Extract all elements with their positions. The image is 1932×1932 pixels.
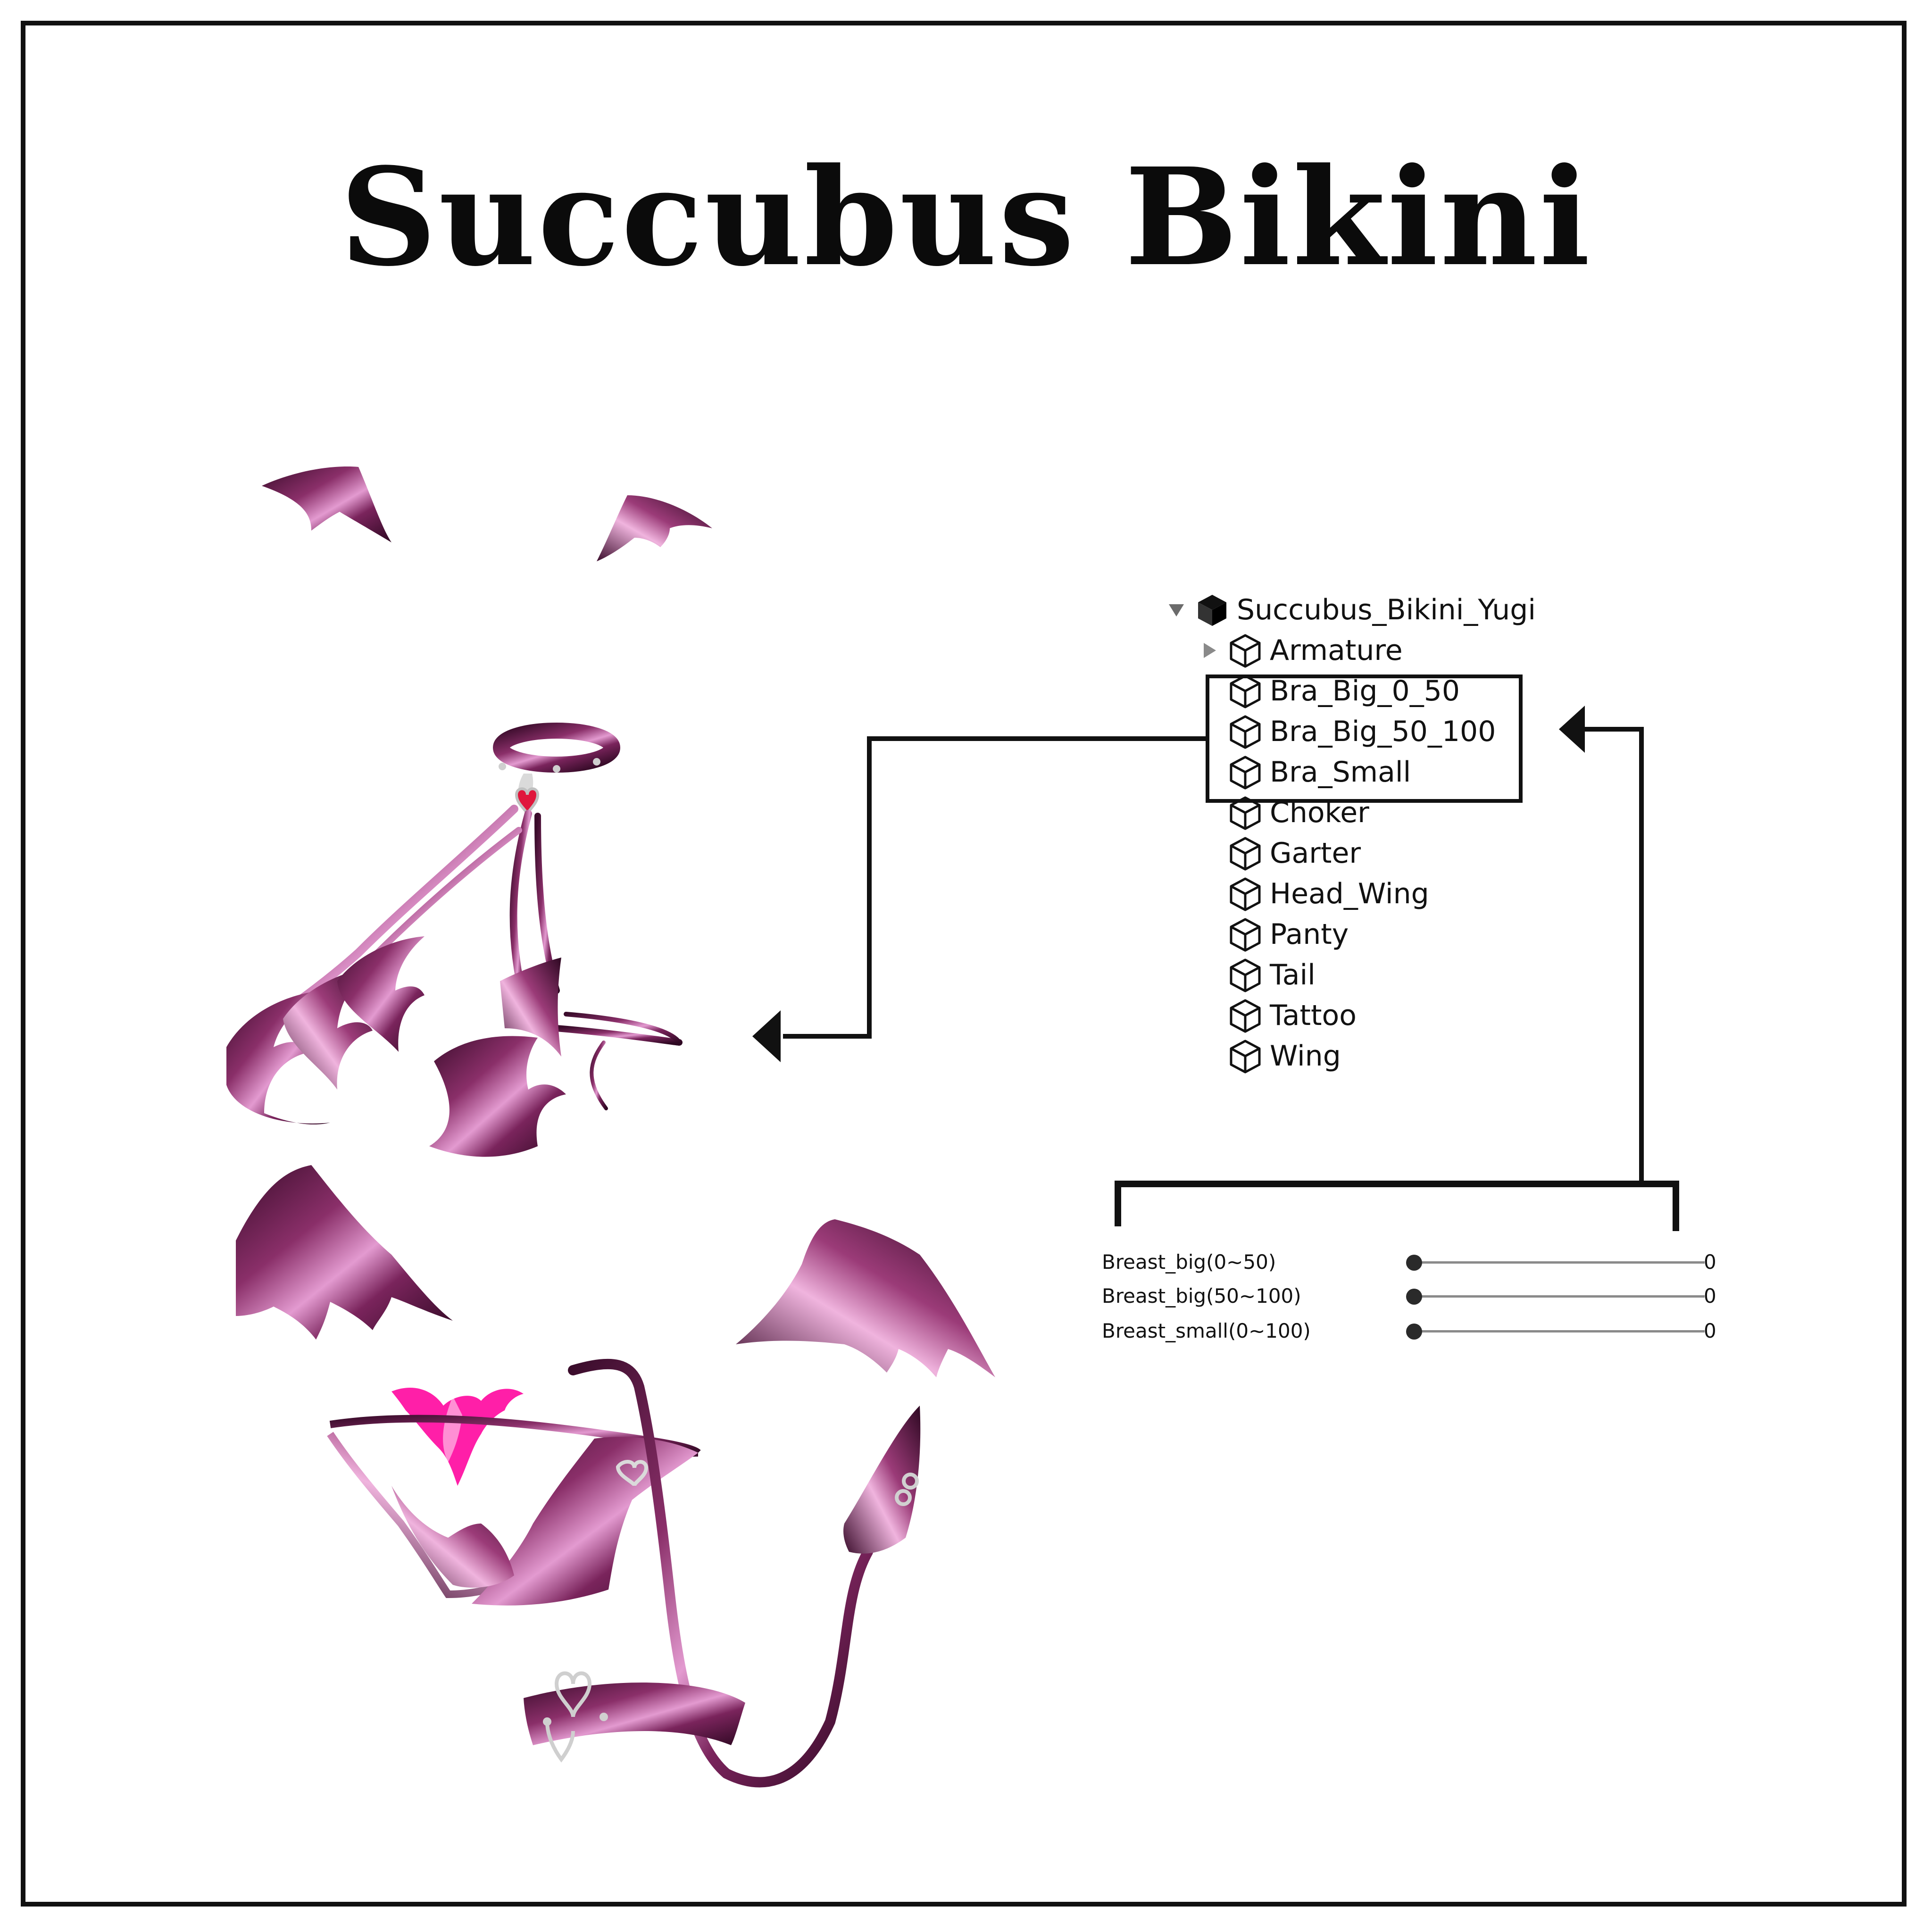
hierarchy-root-row[interactable]: Succubus_Bikini_Yugi: [1165, 590, 1536, 630]
hierarchy-item-garter[interactable]: Garter: [1227, 833, 1361, 874]
panty-icon: [327, 1415, 701, 1606]
blendshape-panel: Breast_big(0~50) 0 Breast_big(50~100) 0 …: [1102, 1245, 1724, 1358]
blendshape-value: 0: [1704, 1319, 1716, 1342]
blendshape-label: Breast_big(50~100): [1102, 1284, 1301, 1307]
blendshape-value: 0: [1704, 1250, 1716, 1274]
head-wing-left-icon: [262, 466, 391, 542]
hierarchy-item-label: Bra_Small: [1270, 756, 1411, 789]
hierarchy-root-label: Succubus_Bikini_Yugi: [1237, 593, 1536, 626]
hierarchy-item-armature[interactable]: Armature: [1198, 630, 1403, 671]
blendshape-label: Breast_big(0~50): [1102, 1250, 1276, 1274]
product-illustration: [226, 466, 995, 1788]
hierarchy-item-label: Bra_Big_0_50: [1270, 675, 1460, 708]
cube-outline-icon: [1230, 634, 1261, 668]
cube-outline-icon: [1230, 1040, 1261, 1074]
hierarchy-item-tail[interactable]: Tail: [1227, 955, 1316, 995]
blendshape-slider-track[interactable]: [1414, 1261, 1705, 1264]
hierarchy-item-label: Tattoo: [1270, 999, 1357, 1032]
head-wing-right-icon: [597, 495, 712, 561]
cube-outline-icon: [1230, 837, 1261, 871]
hierarchy-item-label: Bra_Big_50_100: [1270, 715, 1496, 748]
cube-outline-icon: [1230, 796, 1261, 830]
hierarchy-item-bra-small[interactable]: Bra_Small: [1227, 752, 1411, 792]
blendshape-label: Breast_small(0~100): [1102, 1319, 1311, 1342]
hierarchy-item-panty[interactable]: Panty: [1227, 914, 1349, 955]
hierarchy-item-label: Tail: [1270, 958, 1316, 991]
connector-line-to-tree: [1585, 727, 1644, 1184]
blendshape-slider-handle[interactable]: [1406, 1289, 1422, 1305]
cube-outline-icon: [1230, 877, 1261, 911]
hierarchy-item-label: Garter: [1270, 837, 1361, 870]
hierarchy-item-wing[interactable]: Wing: [1227, 1036, 1341, 1076]
blendshape-slider-handle[interactable]: [1406, 1255, 1422, 1271]
blendshape-row: Breast_big(50~100) 0: [1102, 1279, 1724, 1313]
arrow-left-icon: [1559, 706, 1585, 753]
garter-icon: [524, 1671, 745, 1763]
page-title: Succubus Bikini: [340, 138, 1592, 296]
hierarchy-item-head-wing[interactable]: Head_Wing: [1227, 874, 1429, 914]
cube-filled-icon: [1198, 595, 1226, 626]
arrow-left-icon: [752, 1010, 781, 1062]
wing-left-icon: [236, 1165, 453, 1340]
blendshape-slider-track[interactable]: [1414, 1330, 1705, 1332]
hierarchy-item-bra-big-0-50[interactable]: Bra_Big_0_50: [1227, 671, 1460, 711]
cube-outline-icon: [1230, 958, 1261, 992]
blendshape-slider-handle[interactable]: [1406, 1324, 1422, 1340]
expand-triangle-icon[interactable]: [1165, 599, 1188, 621]
cube-outline-icon: [1230, 675, 1261, 708]
cube-outline-icon: [1230, 756, 1261, 790]
blendshape-row: Breast_big(0~50) 0: [1102, 1245, 1724, 1279]
cube-outline-icon: [1230, 918, 1261, 952]
tattoo-icon: [391, 1387, 524, 1486]
wing-right-icon: [736, 1219, 995, 1377]
hierarchy-item-bra-big-50-100[interactable]: Bra_Big_50_100: [1227, 711, 1496, 752]
hierarchy-item-label: Head_Wing: [1270, 877, 1429, 910]
hierarchy-item-tattoo[interactable]: Tattoo: [1227, 995, 1357, 1036]
bra-cups-icon: [226, 936, 566, 1157]
blendshape-row: Breast_small(0~100) 0: [1102, 1314, 1724, 1348]
cube-outline-icon: [1230, 999, 1261, 1033]
blendshape-value: 0: [1704, 1284, 1716, 1307]
hierarchy-item-label: Wing: [1270, 1040, 1341, 1073]
collapsed-triangle-icon[interactable]: [1198, 639, 1221, 662]
hierarchy-item-label: Panty: [1270, 918, 1349, 951]
hierarchy-item-label: Armature: [1270, 634, 1403, 667]
highlight-box: [1206, 675, 1523, 803]
cube-outline-icon: [1230, 715, 1261, 749]
blendshape-bracket: [1115, 1181, 1679, 1231]
connector-line-to-bra: [783, 736, 1208, 1039]
choker-icon: [493, 723, 620, 816]
blendshape-slider-track[interactable]: [1414, 1295, 1705, 1298]
page-frame: [21, 21, 1907, 1907]
